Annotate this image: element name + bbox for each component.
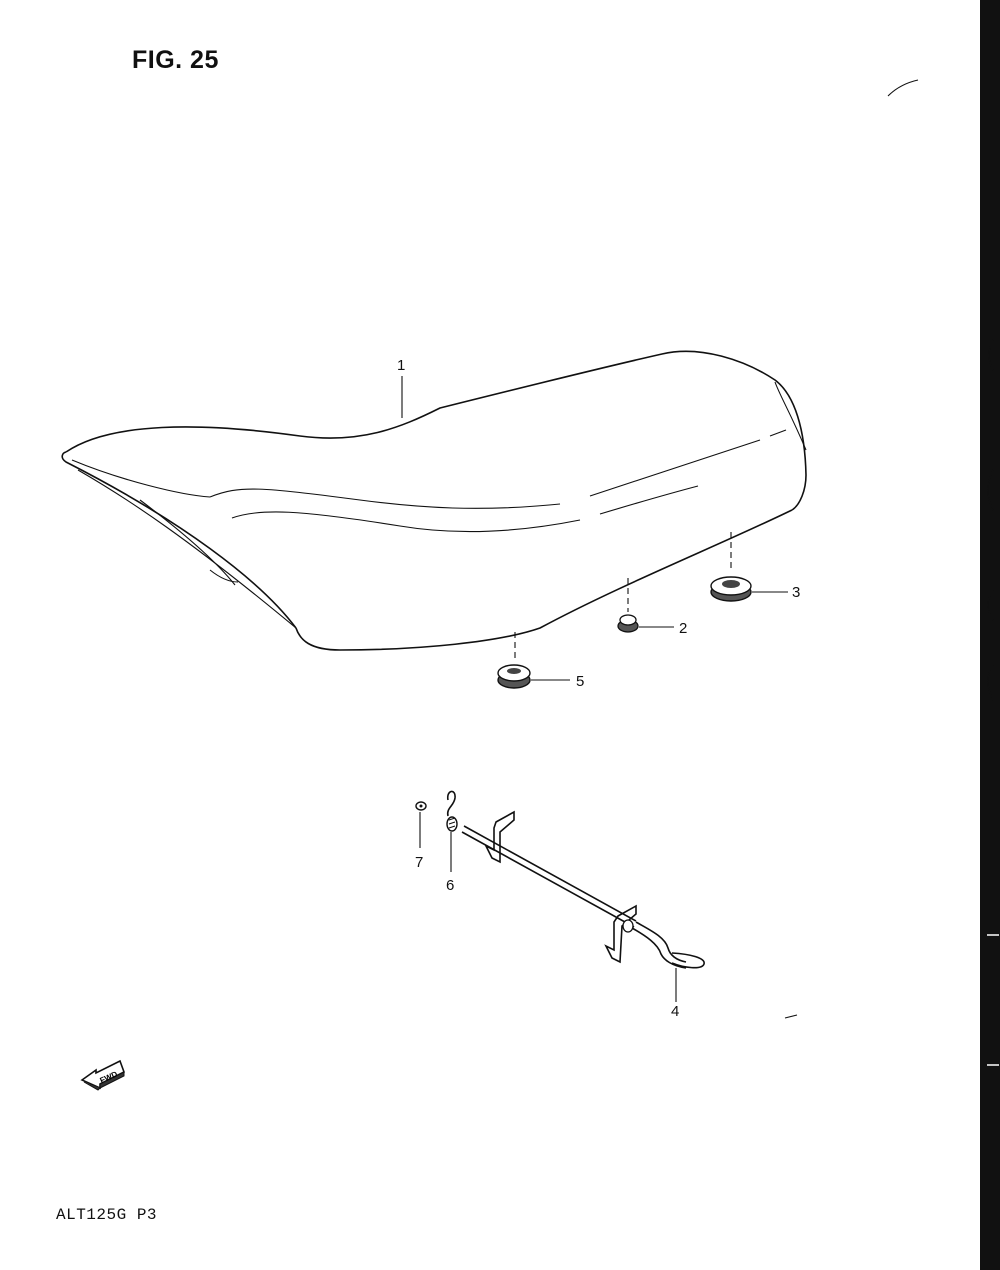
- callout-2: 2: [679, 620, 687, 637]
- seat-lock-rod-4: [461, 810, 705, 1002]
- grommet-3: [710, 532, 788, 602]
- grommet-5: [497, 632, 570, 689]
- model-code: ALT125G P3: [56, 1206, 158, 1224]
- callout-6: 6: [446, 877, 454, 894]
- fwd-arrow-icon: FWD: [80, 1059, 125, 1091]
- callout-5: 5: [576, 673, 584, 690]
- cushion-2: [617, 578, 674, 633]
- callout-3: 3: [792, 584, 800, 601]
- nut-7: [415, 801, 427, 848]
- callout-7: 7: [415, 854, 423, 871]
- spring-6: [446, 790, 458, 872]
- scan-mark-2: [784, 1014, 798, 1019]
- seat-drawing: [61, 350, 807, 651]
- figure-title: FIG. 25: [132, 46, 219, 74]
- page-edge-ticks: [987, 934, 999, 1066]
- scan-mark: [887, 79, 919, 97]
- page-edge-bar: [980, 0, 1000, 1270]
- page-edge-marks: [987, 339, 994, 701]
- callout-4: 4: [671, 1003, 679, 1020]
- callout-1: 1: [397, 357, 405, 374]
